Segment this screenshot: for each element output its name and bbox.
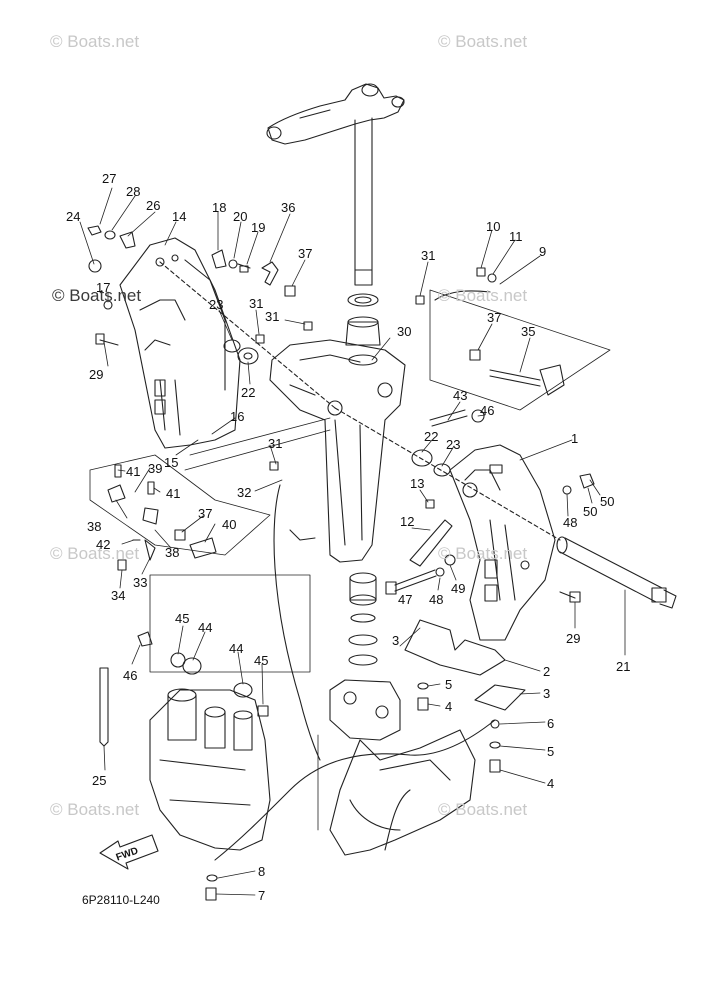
callout-number[interactable]: 3 xyxy=(392,633,400,648)
callout-number[interactable]: 39 xyxy=(148,461,163,476)
callout-number[interactable]: 6 xyxy=(547,716,555,731)
callout-number[interactable]: 31 xyxy=(249,296,264,311)
callout-number[interactable]: 37 xyxy=(298,246,313,261)
callout-number[interactable]: 5 xyxy=(547,744,555,759)
callout-number[interactable]: 8 xyxy=(258,864,266,879)
watermark: © Boats.net xyxy=(52,286,142,305)
callout-number[interactable]: 42 xyxy=(96,537,111,552)
ground-wire xyxy=(214,290,496,861)
watermark: © Boats.net xyxy=(50,800,140,819)
lower-mount xyxy=(329,679,476,856)
callout-number[interactable]: 31 xyxy=(265,309,280,324)
watermark: © Boats.net xyxy=(50,544,140,563)
callout-number[interactable]: 5 xyxy=(445,677,453,692)
callout-number[interactable]: 45 xyxy=(175,611,190,626)
callout-number[interactable]: 29 xyxy=(566,631,581,646)
callout-number[interactable]: 33 xyxy=(133,575,148,590)
callout-number[interactable]: 16 xyxy=(230,409,245,424)
callout-number[interactable]: 50 xyxy=(600,494,615,509)
steering-arm xyxy=(266,83,405,145)
callout-number[interactable]: 19 xyxy=(251,220,266,235)
callout-number[interactable]: 15 xyxy=(164,455,179,470)
callout-number[interactable]: 26 xyxy=(146,198,161,213)
callout-number[interactable]: 31 xyxy=(421,248,436,263)
callout-number[interactable]: 44 xyxy=(198,620,213,635)
callout-number[interactable]: 18 xyxy=(212,200,227,215)
callout-number[interactable]: 4 xyxy=(445,699,453,714)
callout-number[interactable]: 13 xyxy=(410,476,425,491)
watermark: © Boats.net xyxy=(438,286,528,305)
callout-number[interactable]: 43 xyxy=(453,388,468,403)
callout-number[interactable]: 31 xyxy=(268,436,283,451)
callout-number[interactable]: 21 xyxy=(616,659,631,674)
callout-number[interactable]: 32 xyxy=(237,485,252,500)
callout-number[interactable]: 46 xyxy=(480,403,495,418)
callout-number[interactable]: 30 xyxy=(397,324,412,339)
callout-number[interactable]: 3 xyxy=(543,686,551,701)
steering-shaft xyxy=(347,117,379,307)
lower-bushings xyxy=(348,572,378,666)
callout-number[interactable]: 22 xyxy=(241,385,256,400)
callout-number[interactable]: 14 xyxy=(172,209,187,224)
callout-number[interactable]: 47 xyxy=(398,592,413,607)
callout-number[interactable]: 45 xyxy=(254,653,269,668)
clamp-bracket-left xyxy=(119,237,241,449)
callout-number[interactable]: 4 xyxy=(547,776,555,791)
callout-number[interactable]: 24 xyxy=(66,209,81,224)
callout-number[interactable]: 38 xyxy=(87,519,102,534)
callout-number[interactable]: 27 xyxy=(102,171,117,186)
clamp-bracket-right xyxy=(449,444,556,641)
callout-number[interactable]: 23 xyxy=(446,437,461,452)
callout-number[interactable]: 17 xyxy=(96,280,111,295)
swivel-bracket xyxy=(269,339,406,563)
callout-number[interactable]: 49 xyxy=(451,581,466,596)
callout-number[interactable]: 46 xyxy=(123,668,138,683)
callout-number[interactable]: 37 xyxy=(198,506,213,521)
tilt-tube xyxy=(556,536,677,609)
callout-number[interactable]: 20 xyxy=(233,209,248,224)
watermark: © Boats.net xyxy=(50,32,140,51)
callout-number[interactable]: 37 xyxy=(487,310,502,325)
callout-number[interactable]: 38 xyxy=(165,545,180,560)
hardware xyxy=(87,225,595,901)
callout-number[interactable]: 35 xyxy=(521,324,536,339)
callout-number[interactable]: 29 xyxy=(89,367,104,382)
callout-number[interactable]: 48 xyxy=(429,592,444,607)
callout-number[interactable]: 28 xyxy=(126,184,141,199)
upper-bushings xyxy=(345,316,381,366)
leader-lines xyxy=(79,187,626,896)
callout-number[interactable]: 34 xyxy=(111,588,126,603)
fwd-arrow-icon xyxy=(99,834,159,870)
watermark: © Boats.net xyxy=(438,800,528,819)
callout-number[interactable]: 9 xyxy=(539,244,547,259)
callout-number[interactable]: 11 xyxy=(509,229,523,244)
callout-number[interactable]: 7 xyxy=(258,888,266,903)
callout-number[interactable]: 50 xyxy=(583,504,598,519)
callout-number[interactable]: 36 xyxy=(281,200,296,215)
watermark: © Boats.net xyxy=(438,32,528,51)
callout-number[interactable]: 10 xyxy=(486,219,501,234)
callout-number[interactable]: 41 xyxy=(126,464,141,479)
callout-number[interactable]: 1 xyxy=(571,431,579,446)
callout-number[interactable]: 48 xyxy=(563,515,578,530)
callout-number[interactable]: 40 xyxy=(222,517,237,532)
watermark: © Boats.net xyxy=(438,544,528,563)
lower-casing xyxy=(149,688,271,851)
callout-number[interactable]: 12 xyxy=(400,514,415,529)
callout-number[interactable]: 41 xyxy=(166,486,181,501)
callout-number[interactable]: 44 xyxy=(229,641,244,656)
callout-number[interactable]: 25 xyxy=(92,773,107,788)
callout-number[interactable]: 22 xyxy=(424,429,439,444)
callout-number[interactable]: 23 xyxy=(209,297,224,312)
figure-code: 6P28110-L240 xyxy=(82,893,160,907)
callout-number[interactable]: 2 xyxy=(543,664,551,679)
